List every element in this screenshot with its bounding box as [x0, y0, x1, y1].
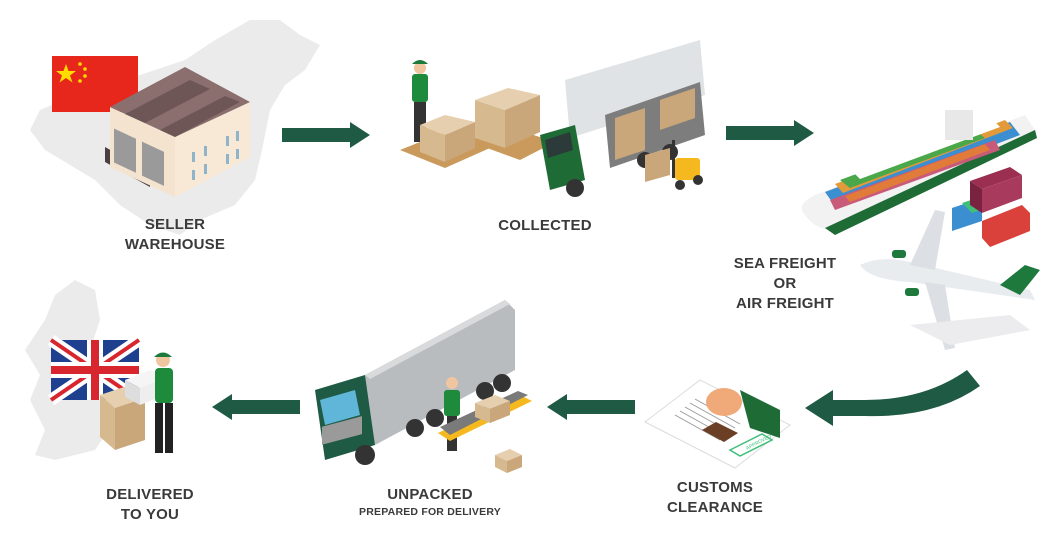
- step-freight: SEA FREIGHT OR AIR FREIGHT: [730, 70, 1054, 370]
- label-line: CUSTOMS: [676, 479, 754, 496]
- step-customs-clearance: APPROVED CUSTOMS CLEARANCE: [630, 370, 810, 520]
- step-seller-warehouse: SELLER WAREHOUSE: [0, 0, 320, 260]
- label-line: SELLER: [144, 216, 206, 233]
- step-label-delivered: DELIVERED TO YOU: [75, 485, 225, 525]
- step-collected: COLLECTED: [390, 40, 720, 250]
- step-label-unpacked: UNPACKED PREPARED FOR DELIVERY: [330, 485, 530, 519]
- warehouse-icon: [105, 67, 250, 197]
- step-label-customs-clearance: CUSTOMS CLEARANCE: [650, 478, 780, 518]
- label-line: SEA FREIGHT: [733, 255, 837, 272]
- arrow-left-icon: [547, 394, 635, 420]
- step-delivered: DELIVERED TO YOU: [0, 280, 210, 530]
- arrow-left-icon: [212, 394, 300, 420]
- approval-stamp-icon: APPROVED: [644, 379, 791, 469]
- step-unpacked: UNPACKED PREPARED FOR DELIVERY: [310, 295, 550, 525]
- truck-loading-icon: [400, 40, 705, 197]
- container-ship-icon: [801, 110, 1037, 235]
- label-line: OR: [773, 275, 797, 292]
- courier-icon: [100, 352, 173, 453]
- label-subtitle: PREPARED FOR DELIVERY: [359, 506, 501, 518]
- label-line: COLLECTED: [498, 217, 592, 234]
- step-label-seller-warehouse: SELLER WAREHOUSE: [100, 215, 250, 255]
- shipping-containers-icon: [952, 167, 1030, 247]
- conveyor-truck-icon: [315, 300, 532, 473]
- curved-arrow-left-icon: [805, 370, 980, 426]
- label-line: WAREHOUSE: [124, 236, 226, 253]
- label-line: UNPACKED: [387, 486, 473, 503]
- airplane-icon: [860, 210, 1040, 350]
- step-label-freight: SEA FREIGHT OR AIR FREIGHT: [730, 254, 840, 314]
- label-line: TO YOU: [120, 506, 180, 523]
- label-line: DELIVERED: [106, 486, 194, 503]
- arrow-right-icon: [282, 122, 370, 148]
- arrow-right-icon: [726, 120, 814, 146]
- label-line: CLEARANCE: [667, 499, 763, 516]
- step-label-collected: COLLECTED: [470, 216, 620, 236]
- label-line: AIR FREIGHT: [735, 295, 835, 312]
